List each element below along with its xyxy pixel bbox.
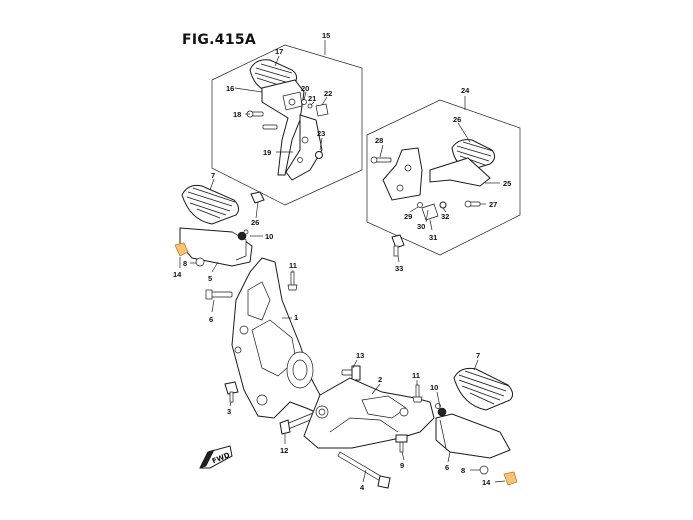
nut-10-right[interactable] [435, 403, 447, 417]
callout-25: 25 [503, 179, 511, 188]
callout-11-left: 11 [289, 261, 297, 270]
washer-8-right[interactable] [479, 465, 489, 475]
spring-20[interactable] [301, 99, 307, 105]
callout-20: 20 [301, 84, 309, 93]
nut-10-left[interactable] [237, 229, 249, 241]
footpeg-bracket-25[interactable] [382, 147, 491, 201]
washer-8-left[interactable] [195, 257, 205, 267]
callout-15: 15 [322, 31, 330, 40]
spring-29[interactable] [417, 202, 423, 208]
callout-31: 31 [429, 233, 437, 242]
callout-4: 4 [360, 483, 365, 492]
callout-13: 13 [356, 351, 364, 360]
callout-10-left: 10 [265, 232, 273, 241]
callout-5: 5 [208, 274, 212, 283]
bolt-3[interactable] [224, 381, 239, 403]
footpeg-bracket-16[interactable] [261, 79, 305, 176]
bolt-13[interactable] [341, 365, 361, 381]
callout-12: 12 [280, 446, 288, 455]
bolt-9-left[interactable] [205, 289, 233, 300]
clip-31[interactable] [421, 203, 439, 221]
callout-3: 3 [227, 407, 231, 416]
callout-8-right: 8 [461, 466, 465, 475]
bolt-pin[interactable] [262, 124, 278, 130]
callout-14-right: 14 [482, 478, 491, 487]
frame-plate-1[interactable] [231, 257, 349, 421]
callout-2: 2 [378, 375, 382, 384]
figure-title: FIG.415A [182, 32, 257, 48]
footpeg-rubber-7-right[interactable] [453, 367, 514, 411]
callout-11-right: 11 [412, 371, 420, 380]
callout-27: 27 [489, 200, 497, 209]
callout-24: 24 [461, 86, 470, 95]
bolt-11-right[interactable] [412, 384, 423, 403]
nut-23[interactable] [315, 151, 323, 159]
callout-23: 23 [317, 129, 325, 138]
callout-19: 19 [263, 148, 271, 157]
callout-32: 32 [441, 212, 449, 221]
subassembly-box-24 [366, 99, 521, 256]
callout-21: 21 [308, 94, 316, 103]
callout-7-left: 7 [211, 171, 215, 180]
bolt-27[interactable] [464, 200, 481, 208]
clip-22[interactable] [315, 103, 329, 117]
callout-7-right: 7 [476, 351, 480, 360]
callout-22: 22 [324, 89, 332, 98]
subassembly-box-15 [211, 44, 363, 206]
callout-14-left: 14 [173, 270, 182, 279]
bolt-11-left[interactable] [287, 271, 298, 291]
clip-14-left[interactable] [174, 242, 189, 257]
callout-1: 1 [294, 313, 298, 322]
footpeg-hanger-19[interactable] [285, 114, 323, 181]
frame-plate-2[interactable] [303, 377, 435, 449]
bolt-9-right[interactable] [395, 434, 408, 453]
bolt-33[interactable] [391, 234, 405, 257]
callout-8-left: 8 [183, 259, 187, 268]
callout-6-right: 6 [445, 463, 449, 472]
callout-26-left: 26 [251, 218, 259, 227]
callout-29: 29 [404, 212, 412, 221]
callout-10-right: 10 [430, 383, 438, 392]
callout-16: 16 [226, 84, 234, 93]
callout-17: 17 [275, 47, 283, 56]
callout-6-left: 6 [209, 315, 213, 324]
footpeg-arm-6-right[interactable] [435, 413, 511, 459]
pin-28[interactable] [370, 156, 392, 164]
callout-26-rear: 26 [453, 115, 461, 124]
footpeg-rubber-7-left[interactable] [181, 184, 240, 225]
clip-14-right[interactable] [503, 471, 518, 486]
callout-18: 18 [233, 110, 241, 119]
callout-9-right: 9 [400, 461, 404, 470]
forward-direction-badge: FWD [199, 445, 233, 469]
callout-33: 33 [395, 264, 403, 273]
callout-28: 28 [375, 136, 383, 145]
bolt-26-left[interactable] [250, 191, 265, 204]
nut-32[interactable] [439, 201, 447, 209]
bolt-4[interactable] [337, 451, 391, 489]
callout-30: 30 [417, 222, 425, 231]
